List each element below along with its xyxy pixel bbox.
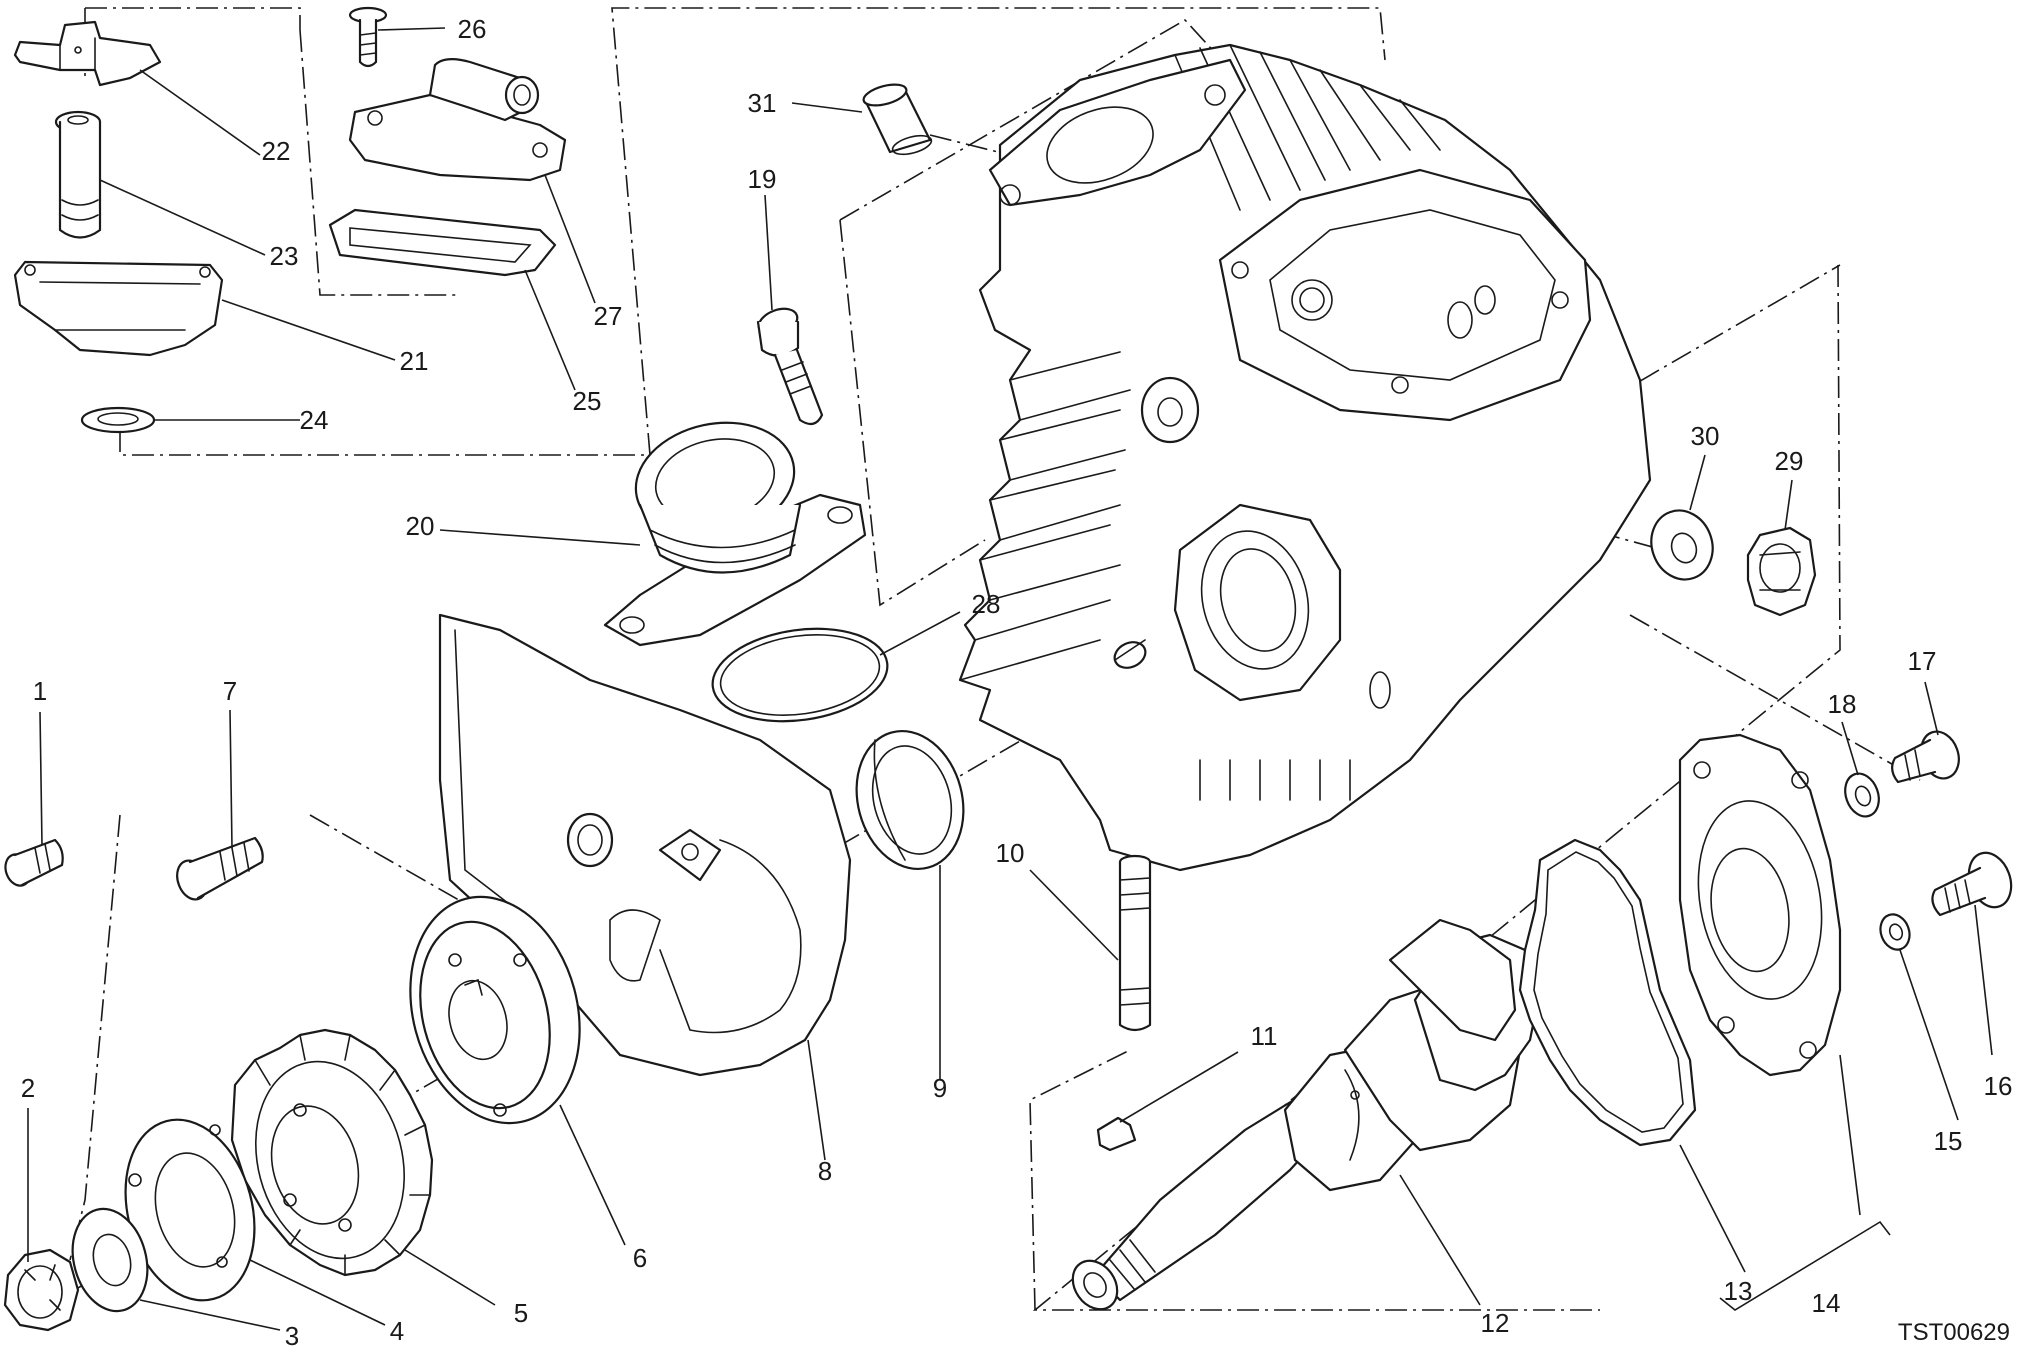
part-27-fitting <box>348 58 567 182</box>
part-30-washer <box>1650 509 1714 581</box>
boundary-upper-box <box>299 29 460 296</box>
callout-16: 16 <box>1984 1071 2013 1101</box>
callout-3: 3 <box>285 1321 299 1351</box>
part-29-nut <box>1746 526 1817 617</box>
part-17-bolt <box>1891 730 1960 784</box>
callout-14: 14 <box>1812 1288 1841 1318</box>
part-28-oring <box>711 627 889 723</box>
part-31-dowel <box>862 83 933 156</box>
callout-25: 25 <box>573 386 602 416</box>
part-23-sleeve <box>54 110 102 239</box>
axis-31 <box>929 134 1011 156</box>
callout-21: 21 <box>400 346 429 376</box>
part-7-bolt <box>176 836 264 901</box>
part-5-sprocket <box>230 1028 434 1277</box>
callout-6: 6 <box>633 1243 647 1273</box>
part-9-seal <box>855 729 965 871</box>
callout-27: 27 <box>594 301 623 331</box>
part-24-washer <box>80 406 156 434</box>
part-25-gasket <box>328 208 557 277</box>
callout-19: 19 <box>748 164 777 194</box>
part-22-clip <box>13 20 162 87</box>
callout-1: 1 <box>33 676 47 706</box>
boundary-lower-left <box>119 7 1386 456</box>
callout-18: 18 <box>1828 689 1857 719</box>
part-18-washer <box>1844 772 1880 818</box>
callout-12: 12 <box>1481 1308 1510 1338</box>
callout-10: 10 <box>996 838 1025 868</box>
callout-22: 22 <box>262 136 291 166</box>
boundary-nut-left <box>69 814 121 1261</box>
callout-9: 9 <box>933 1073 947 1103</box>
boundary-head-left <box>839 219 986 607</box>
leader-lines <box>27 27 1993 1331</box>
part-6-pulley <box>409 895 581 1125</box>
part-14-cam-cover <box>1678 733 1842 1077</box>
part-21-cover <box>13 260 224 357</box>
cylinder-head <box>958 43 1652 872</box>
part-3-washer <box>71 1207 149 1313</box>
callout-15: 15 <box>1934 1126 1963 1156</box>
callout-labels: 1 2 3 4 5 6 7 8 9 10 11 12 13 14 15 16 1… <box>21 14 2013 1351</box>
callout-26: 26 <box>458 14 487 44</box>
part-1-bolt <box>4 838 64 887</box>
part-16-bolt <box>1931 851 2013 917</box>
boundary-top-left <box>85 7 301 30</box>
callout-17: 17 <box>1908 646 1937 676</box>
axis-upper <box>1629 614 1921 781</box>
callout-29: 29 <box>1775 446 1804 476</box>
part-26-screw <box>348 6 388 68</box>
callout-7: 7 <box>223 676 237 706</box>
callout-30: 30 <box>1691 421 1720 451</box>
part-19-bolt <box>756 307 824 426</box>
part-13-gasket <box>1518 838 1697 1147</box>
part-11-key <box>1096 1116 1137 1152</box>
callout-4: 4 <box>390 1316 404 1346</box>
part-20-manifold <box>603 421 867 647</box>
drawing-code: TST00629 <box>1898 1319 2010 1346</box>
callout-28: 28 <box>972 589 1001 619</box>
callout-24: 24 <box>300 405 329 435</box>
part-15-washer <box>1879 913 1911 951</box>
callout-2: 2 <box>21 1073 35 1103</box>
callout-5: 5 <box>514 1298 528 1328</box>
part-2-nut <box>3 1248 80 1332</box>
callout-13: 13 <box>1724 1276 1753 1306</box>
callout-11: 11 <box>1251 1021 1278 1051</box>
callout-23: 23 <box>270 241 299 271</box>
callout-8: 8 <box>818 1156 832 1186</box>
callout-20: 20 <box>406 511 435 541</box>
callout-31: 31 <box>748 88 777 118</box>
part-10-stud <box>1118 854 1152 1032</box>
